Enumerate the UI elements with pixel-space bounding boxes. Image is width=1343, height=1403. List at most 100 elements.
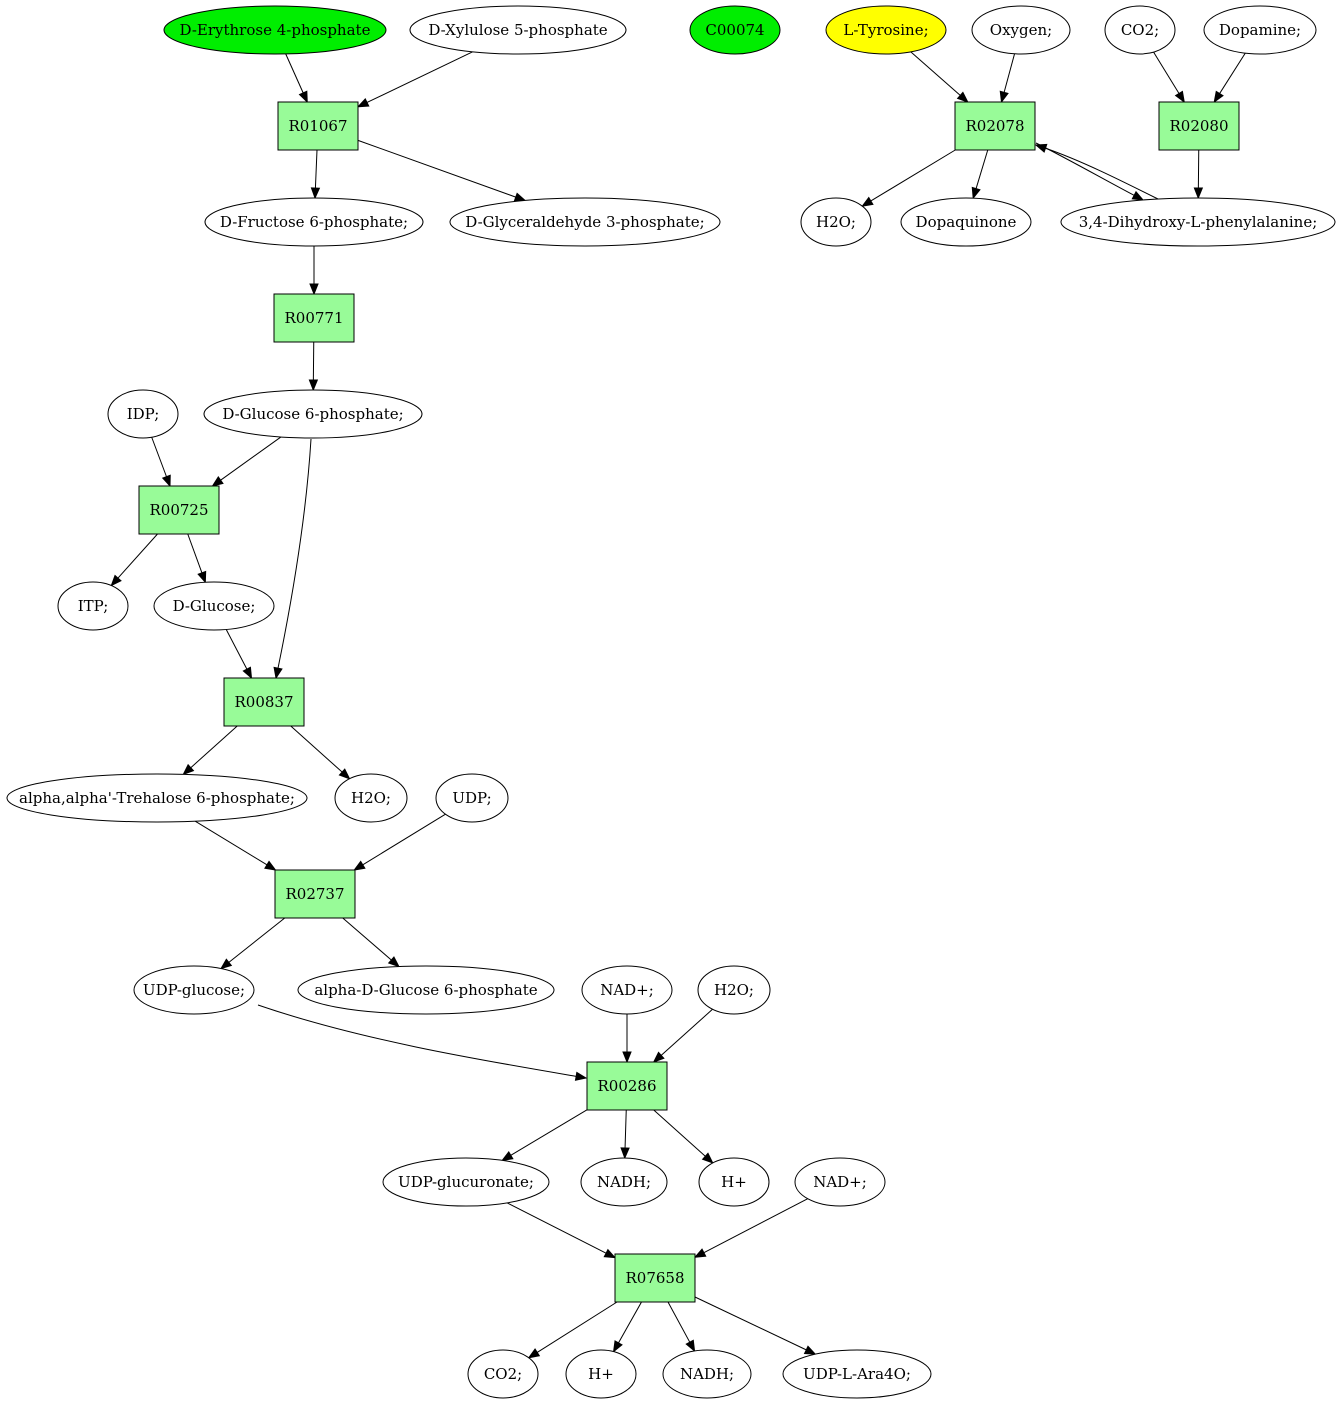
edge-r07658-to-nadh_2-line xyxy=(667,1301,691,1343)
reaction-node-r00837[interactable]: R00837 xyxy=(223,677,305,727)
compound-node-h2o_mid[interactable]: H2O; xyxy=(334,773,408,823)
compound-ellipse-dglucose xyxy=(153,581,275,631)
compound-node-xylulose5p[interactable]: D-Xylulose 5-phosphate xyxy=(409,5,627,55)
edge-fructose6p-to-r00771 xyxy=(309,246,319,296)
edge-erythrose4p-to-r01067 xyxy=(285,53,308,104)
compound-ellipse-ldopa xyxy=(1060,197,1336,247)
compound-ellipse-h2o_low xyxy=(697,965,771,1015)
compound-node-glucose6p[interactable]: D-Glucose 6-phosphate; xyxy=(203,389,423,439)
reaction-box-r07658 xyxy=(614,1253,696,1303)
reaction-box-r02078 xyxy=(954,101,1036,151)
edge-ldopa-to-r02078-line xyxy=(1045,147,1159,200)
compound-ellipse-xylulose5p xyxy=(409,5,627,55)
compound-node-c00074[interactable]: C00074 xyxy=(689,5,781,55)
compound-ellipse-c00074 xyxy=(689,5,781,55)
edge-r00837-to-trehalose6p-line xyxy=(190,725,238,769)
compound-label-h2o_top: H2O; xyxy=(816,213,856,231)
compound-node-ldopa[interactable]: 3,4-Dihydroxy-L-phenylalanine; xyxy=(1060,197,1336,247)
edge-r07658-to-hplus_2-line xyxy=(618,1301,642,1344)
reaction-label-r00771: R00771 xyxy=(284,309,343,327)
compound-label-udpglucuronate: UDP-glucuronate; xyxy=(398,1173,534,1191)
compound-node-idp[interactable]: IDP; xyxy=(107,389,179,439)
edge-erythrose4p-to-r01067-arrowhead xyxy=(298,90,308,104)
compound-label-glucose6p: D-Glucose 6-phosphate; xyxy=(222,405,403,423)
reaction-node-r02078[interactable]: R02078 xyxy=(954,101,1036,151)
compound-node-nadh_2[interactable]: NADH; xyxy=(662,1349,752,1399)
reaction-node-r00286[interactable]: R00286 xyxy=(586,1061,668,1111)
compound-node-trehalose6p[interactable]: alpha,alpha'-Trehalose 6-phosphate; xyxy=(6,773,308,823)
compound-node-hplus_2[interactable]: H+ xyxy=(565,1349,637,1399)
reaction-node-r02737[interactable]: R02737 xyxy=(274,869,356,919)
compound-node-nadplus_1[interactable]: NAD+; xyxy=(581,965,673,1015)
compound-label-dopamine: Dopamine; xyxy=(1219,21,1301,39)
edge-udp-to-r02737 xyxy=(353,813,446,871)
edge-layer xyxy=(110,51,1246,1359)
edge-r07658-to-hplus_2-arrowhead xyxy=(612,1340,623,1353)
compound-node-h2o_top[interactable]: H2O; xyxy=(800,197,872,247)
edge-r02737-to-udpglucose-arrowhead xyxy=(219,958,233,970)
compound-ellipse-nadplus_1 xyxy=(581,965,673,1015)
compound-node-fructose6p[interactable]: D-Fructose 6-phosphate; xyxy=(204,197,424,247)
compound-ellipse-oxygen xyxy=(971,5,1071,55)
compound-label-nadplus_1: NAD+; xyxy=(600,981,654,999)
compound-label-h2o_mid: H2O; xyxy=(351,789,391,807)
compound-node-itp[interactable]: ITP; xyxy=(57,581,129,631)
edge-dglucose-to-r00837 xyxy=(225,629,253,680)
compound-label-nadh_1: NADH; xyxy=(597,1173,651,1191)
edge-udpglucose-to-r00286-arrowhead xyxy=(574,1071,588,1081)
edge-r00286-to-udpglucuronate-arrowhead xyxy=(501,1150,514,1162)
compound-ellipse-co2_bottom xyxy=(467,1349,539,1399)
edge-r02737-to-udpglucose-line xyxy=(228,917,286,963)
compound-node-dopamine[interactable]: Dopamine; xyxy=(1203,5,1317,55)
edge-glucose6p-to-r00725-line xyxy=(220,436,282,481)
compound-label-h2o_low: H2O; xyxy=(714,981,754,999)
edge-r00286-to-udpglucuronate xyxy=(501,1109,588,1162)
edge-r02080-to-ldopa-arrowhead xyxy=(1193,187,1204,200)
compound-node-nadplus_2[interactable]: NAD+; xyxy=(794,1157,886,1207)
compound-label-nadplus_2: NAD+; xyxy=(813,1173,867,1191)
compound-node-nadh_1[interactable]: NADH; xyxy=(580,1157,668,1207)
reaction-box-r02080 xyxy=(1158,101,1240,151)
reaction-label-r02080: R02080 xyxy=(1169,117,1228,135)
edge-ltyrosine-to-r02078 xyxy=(910,51,969,103)
reaction-label-r00837: R00837 xyxy=(234,693,293,711)
edge-r02737-to-alphaglucose6p-line xyxy=(342,917,392,961)
compound-label-glyceraldehyde3p: D-Glyceraldehyde 3-phosphate; xyxy=(465,213,704,231)
compound-node-oxygen[interactable]: Oxygen; xyxy=(971,5,1071,55)
reaction-node-r00725[interactable]: R00725 xyxy=(138,485,220,535)
compound-ellipse-dopamine xyxy=(1203,5,1317,55)
compound-node-ltyrosine[interactable]: L-Tyrosine; xyxy=(825,5,947,55)
edge-r00286-to-hplus_1-line xyxy=(653,1109,706,1157)
reaction-box-r00725 xyxy=(138,485,220,535)
compound-node-dopaquinone[interactable]: Dopaquinone xyxy=(900,197,1032,247)
compound-node-hplus_1[interactable]: H+ xyxy=(698,1157,770,1207)
compound-label-itp: ITP; xyxy=(78,597,109,615)
compound-node-h2o_low[interactable]: H2O; xyxy=(697,965,771,1015)
edge-udpglucuronate-to-r07658 xyxy=(506,1202,617,1259)
reaction-node-r00771[interactable]: R00771 xyxy=(273,293,355,343)
compound-node-udp[interactable]: UDP; xyxy=(435,773,509,823)
compound-node-alphaglucose6p[interactable]: alpha-D-Glucose 6-phosphate xyxy=(297,965,555,1015)
compound-node-glyceraldehyde3p[interactable]: D-Glyceraldehyde 3-phosphate; xyxy=(449,197,721,247)
compound-node-co2_bottom[interactable]: CO2; xyxy=(467,1349,539,1399)
compound-node-erythrose4p[interactable]: D-Erythrose 4-phosphate xyxy=(163,5,387,55)
reaction-node-r01067[interactable]: R01067 xyxy=(277,101,359,151)
edge-udpglucuronate-to-r07658-line xyxy=(506,1202,607,1254)
reaction-node-r02080[interactable]: R02080 xyxy=(1158,101,1240,151)
compound-node-dglucose[interactable]: D-Glucose; xyxy=(153,581,275,631)
edge-r02078-to-ldopa xyxy=(1035,142,1145,201)
compound-node-udplara4o[interactable]: UDP-L-Ara4O; xyxy=(782,1349,932,1399)
compound-ellipse-trehalose6p xyxy=(6,773,308,823)
reaction-node-r07658[interactable]: R07658 xyxy=(614,1253,696,1303)
compound-node-co2_top[interactable]: CO2; xyxy=(1104,5,1176,55)
compound-ellipse-ltyrosine xyxy=(825,5,947,55)
compound-node-udpglucuronate[interactable]: UDP-glucuronate; xyxy=(382,1157,550,1207)
compound-label-udplara4o: UDP-L-Ara4O; xyxy=(803,1365,911,1383)
reaction-box-r02737 xyxy=(274,869,356,919)
compound-node-udpglucose[interactable]: UDP-glucose; xyxy=(133,965,255,1015)
edge-glucose6p-to-r00837-arrowhead xyxy=(273,666,283,680)
compound-ellipse-udpglucose xyxy=(133,965,255,1015)
edge-r07658-to-co2_bottom xyxy=(527,1301,618,1359)
edge-glucose6p-to-r00837-line xyxy=(277,438,312,669)
edge-r02737-to-alphaglucose6p xyxy=(342,917,400,968)
